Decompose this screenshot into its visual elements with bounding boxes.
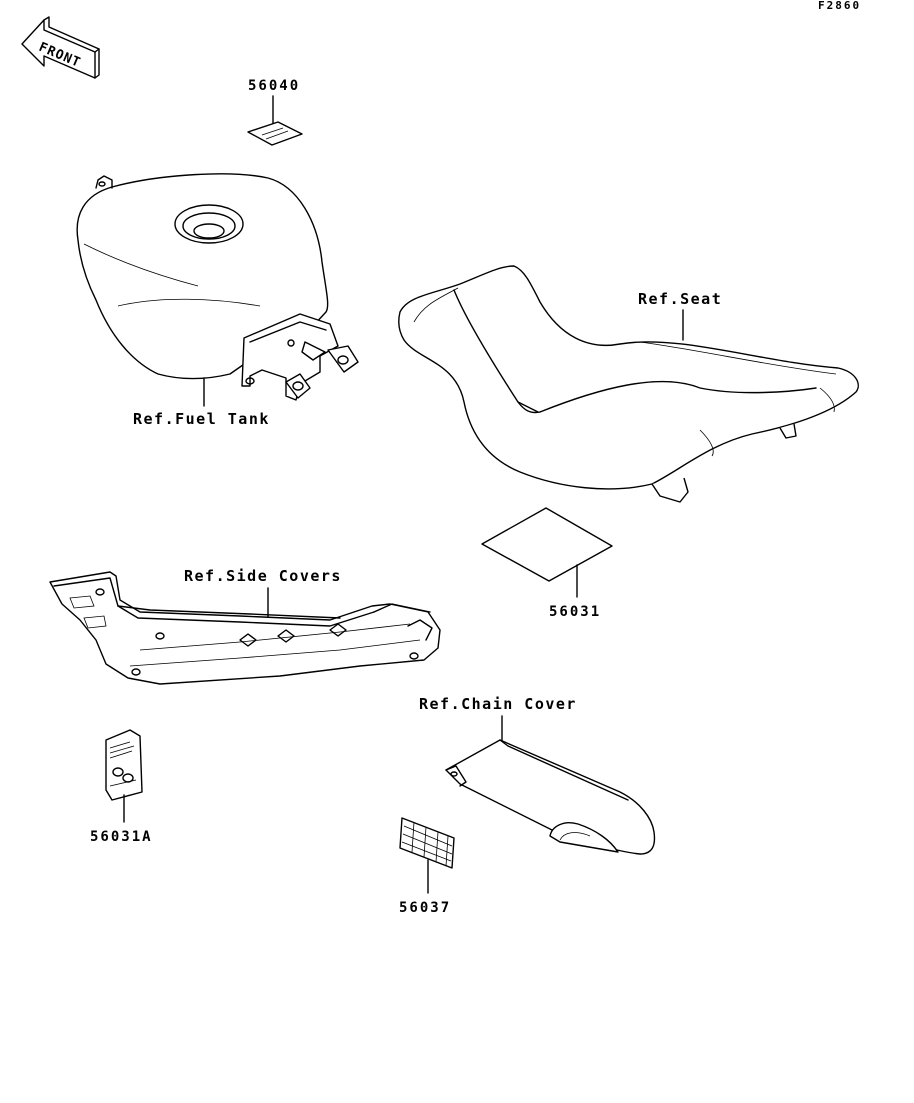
- part-number-56037: 56037: [399, 900, 451, 916]
- label-56031-icon: [481, 507, 613, 582]
- ref-chain-cover-label: Ref.Chain Cover: [419, 695, 577, 713]
- ref-seat-label: Ref.Seat: [638, 290, 722, 308]
- seat-drawing: [398, 265, 859, 503]
- chain-cover-drawing: [445, 739, 656, 855]
- ref-side-covers-label: Ref.Side Covers: [184, 567, 342, 585]
- label-56037-icon: [399, 817, 455, 869]
- part-number-56040: 56040: [248, 78, 300, 94]
- part-number-56031a: 56031A: [90, 829, 153, 845]
- fuel-tank-drawing: [76, 173, 359, 401]
- side-covers-drawing: [49, 571, 441, 685]
- ref-fuel-tank-label: Ref.Fuel Tank: [133, 410, 270, 428]
- front-arrow-icon: FRONT: [21, 16, 100, 79]
- label-56031a-icon: [105, 729, 143, 801]
- figure-code: F2860: [818, 0, 861, 12]
- label-56040-icon: [247, 121, 303, 146]
- part-number-56031: 56031: [549, 604, 601, 620]
